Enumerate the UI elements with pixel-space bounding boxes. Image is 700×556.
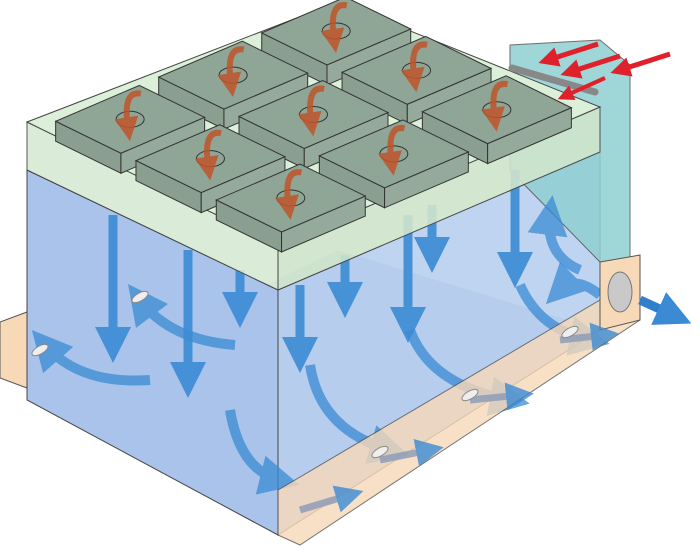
duct-flow-arrow: [379, 439, 444, 467]
filter-fan-units: [54, 0, 573, 253]
return-grille-slot: [31, 343, 49, 357]
tray-airflow-arrow: [481, 80, 509, 132]
filter-fan-unit: [318, 119, 470, 209]
tray-airflow-arrow: [400, 41, 428, 93]
inlet-airflow-arrows: [538, 41, 671, 101]
return-grille-slot: [371, 445, 389, 459]
inlet-arrow: [610, 51, 671, 77]
tray-airflow-arrow: [217, 46, 245, 98]
tray-airflow-arrow: [378, 125, 406, 176]
tray-airflow-arrow: [114, 90, 142, 142]
tray-airflow-arrow: [194, 129, 222, 181]
tray-airflow-arrow: [320, 2, 348, 53]
fan-outlet: [607, 271, 633, 313]
tray-airflow-arrow: [275, 169, 303, 220]
duct-flow-arrow: [298, 485, 364, 514]
tray-airflow-arrow: [297, 85, 325, 137]
duct-flow-arrow: [469, 382, 534, 411]
return-flow-arrow: [545, 261, 604, 305]
return-flow-arrow: [127, 284, 236, 350]
exhaust-arrow: [638, 292, 692, 325]
front-return-duct: [277, 254, 641, 546]
return-flow-arrow: [31, 329, 151, 386]
inlet-arrow: [557, 76, 606, 101]
return-grille-slot: [561, 325, 579, 339]
filter-fan-unit: [421, 75, 573, 165]
duct-flow-arrow: [559, 322, 619, 351]
return-flow-arrow: [225, 409, 300, 495]
left-return-duct: [0, 311, 28, 389]
filter-fan-unit: [215, 163, 367, 253]
airflow-arrows-duct: [31, 290, 619, 514]
inlet-arrow: [538, 41, 599, 67]
return-grille-slot: [461, 388, 479, 402]
return-grille-slot: [131, 290, 149, 304]
